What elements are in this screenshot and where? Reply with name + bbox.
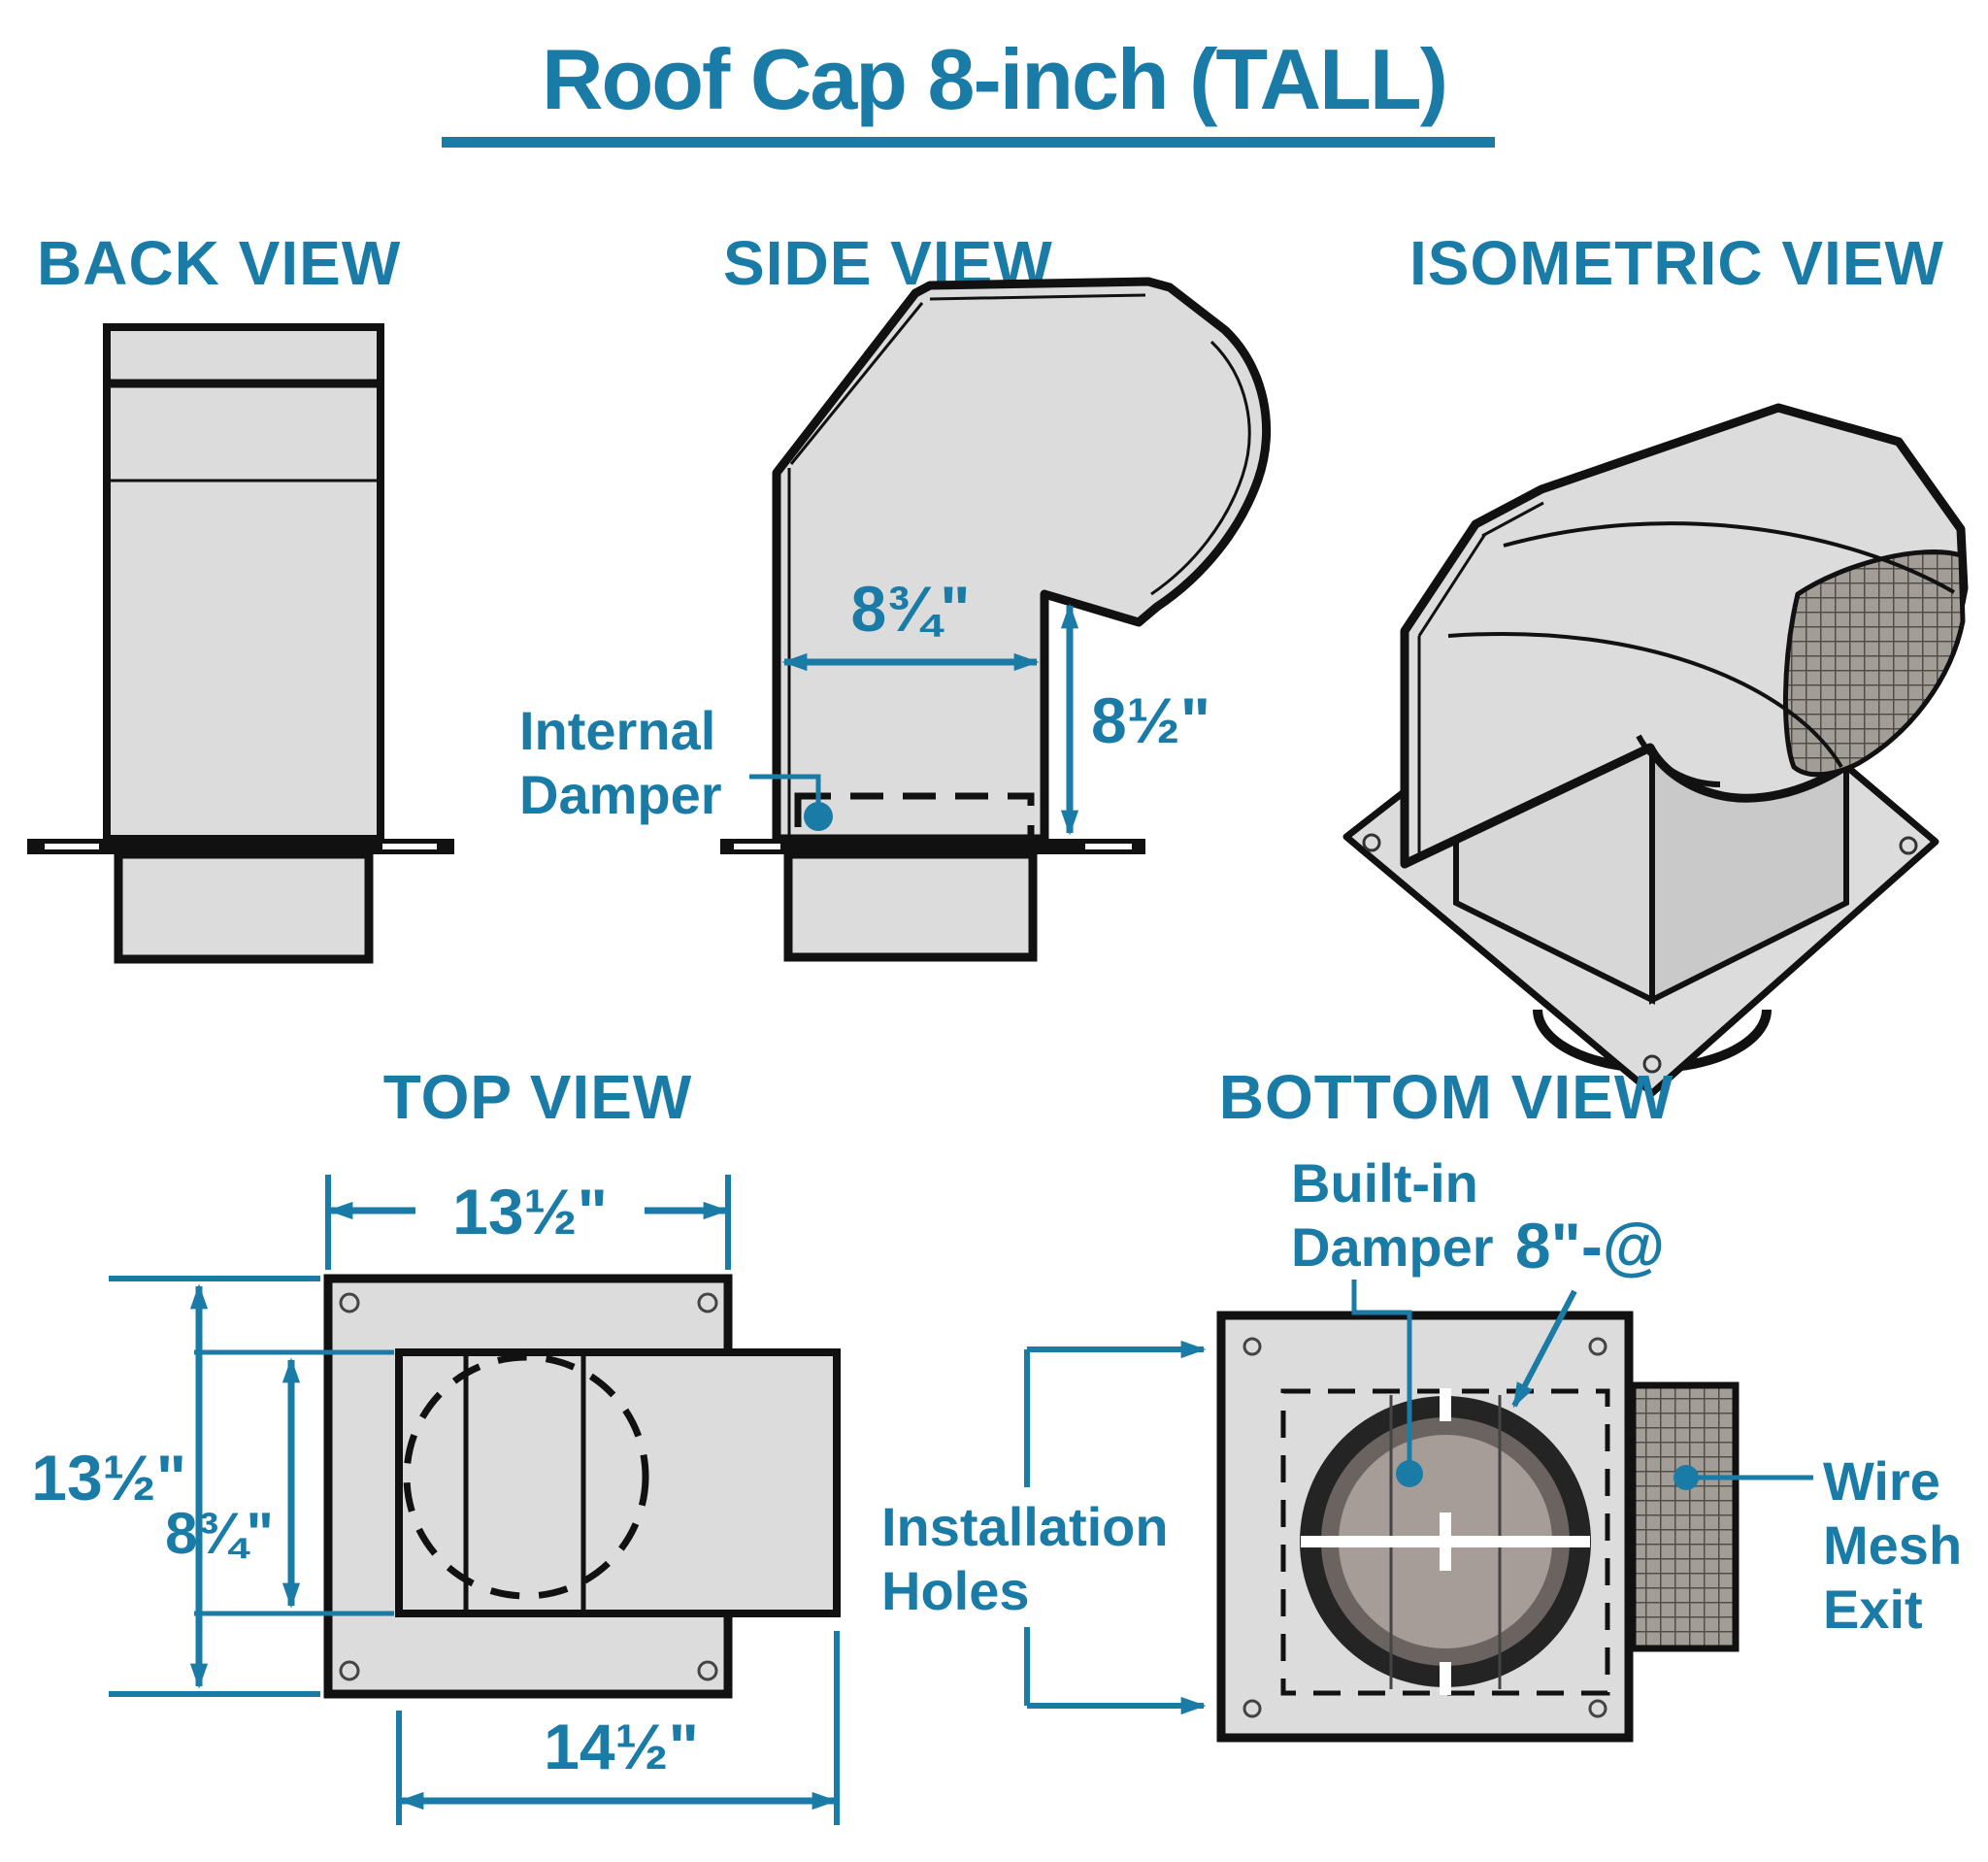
top-hood-outline: [395, 1348, 841, 1617]
iso-hole-right: [1899, 836, 1918, 855]
duct-diameter-callout: 8"-@: [1511, 1210, 1665, 1409]
side-view: SIDE VIEW 8¾" 8½" Internal Damper: [519, 228, 1272, 962]
internal-damper-label-line2: Damper: [519, 764, 722, 825]
wire-mesh-exit-callout: Wire Mesh Exit: [1673, 1450, 1962, 1640]
isometric-view-label: ISOMETRIC VIEW: [1409, 228, 1944, 298]
side-internal-damper-callout: Internal Damper: [519, 700, 833, 831]
isometric-drawing: [1342, 403, 1969, 1097]
iso-wire-mesh: [1782, 549, 1966, 778]
bottom-view-label: BOTTOM VIEW: [1219, 1062, 1673, 1132]
duct-diameter-value: 8"-@: [1515, 1210, 1665, 1281]
internal-damper-leader: [749, 774, 821, 806]
back-flange-slit-left: [45, 844, 99, 849]
iso-hole-bottom: [1642, 1054, 1662, 1074]
duct-diameter-arrow: [1511, 1289, 1577, 1409]
top-dim-plate-height: 13½": [31, 1276, 320, 1697]
wire-mesh-exit-line2: Mesh: [1823, 1514, 1962, 1576]
side-hood-outline: [772, 277, 1272, 844]
iso-hole-left: [1362, 833, 1381, 852]
top-dim-plate-width: 13½": [325, 1175, 731, 1270]
wire-mesh-dot: [1673, 1465, 1699, 1490]
side-height-value: 8½": [1091, 684, 1210, 756]
top-hole-tl: [339, 1292, 360, 1313]
top-dim-hood-depth: 8¾": [165, 1349, 394, 1616]
back-flange-slit-right: [382, 844, 437, 849]
isometric-view: ISOMETRIC VIEW: [1342, 228, 1969, 1097]
side-duct-collar: [783, 849, 1038, 962]
back-view-drawing: [27, 323, 454, 964]
side-view-drawing: [720, 277, 1272, 962]
damper-center-cross: [1440, 1513, 1451, 1571]
page-header: Roof Cap 8-inch (TALL): [442, 31, 1495, 148]
iso-mouth-lip: [1636, 734, 1721, 787]
top-hole-br: [697, 1660, 718, 1681]
built-in-damper-dot: [1396, 1460, 1423, 1487]
wire-mesh-exit-line3: Exit: [1823, 1579, 1923, 1640]
installation-holes-line1: Installation: [881, 1496, 1169, 1557]
side-inner-top: [929, 293, 1146, 301]
bottom-hole-br: [1588, 1699, 1607, 1718]
built-in-damper-line1: Built-in: [1291, 1152, 1478, 1214]
top-view-label: TOP VIEW: [383, 1062, 693, 1132]
bottom-hole-tl: [1242, 1337, 1262, 1356]
installation-holes-line2: Holes: [881, 1560, 1030, 1621]
wire-mesh-exit-line1: Wire: [1823, 1450, 1940, 1512]
back-view-label: BACK VIEW: [37, 228, 401, 298]
damper-tick-top: [1440, 1388, 1451, 1421]
built-in-damper-callout: Built-in Damper: [1291, 1152, 1494, 1487]
top-hood-value: 8¾": [165, 1501, 274, 1566]
bottom-view-drawing: [1216, 1311, 1740, 1743]
bottom-wire-mesh: [1629, 1381, 1740, 1652]
back-duct-collar: [114, 849, 374, 964]
iso-edge-thickness-lines: [1417, 501, 1544, 854]
side-depth-value: 8¾": [850, 573, 970, 645]
top-width-value: 13½": [452, 1176, 608, 1247]
bottom-hole-bl: [1242, 1699, 1262, 1718]
installation-holes-callout: Installation Holes: [881, 1340, 1207, 1715]
back-view: BACK VIEW: [27, 228, 454, 964]
side-flange-slit-left: [734, 844, 780, 849]
top-total-value: 14½": [544, 1711, 699, 1782]
iso-facet-line-lower: [1447, 631, 1843, 769]
side-inner-curve: [1150, 340, 1251, 596]
iso-facet-line-upper: [1503, 521, 1955, 594]
bottom-hole-tr: [1588, 1337, 1607, 1356]
internal-damper-leader-dot: [804, 802, 833, 831]
side-flange-slit-right: [1085, 844, 1132, 849]
top-view: TOP VIEW 13½" 13½": [31, 1062, 841, 1825]
top-height-value: 13½": [31, 1442, 186, 1513]
top-hole-tr: [697, 1292, 718, 1313]
top-view-drawing: [323, 1274, 841, 1699]
bottom-view: BOTTOM VIEW Built-in Damper 8"-: [881, 1062, 1962, 1743]
side-dim-depth: 8¾": [781, 573, 1040, 672]
internal-damper-label-line1: Internal: [519, 700, 715, 761]
title-underline: [442, 137, 1495, 148]
side-inner-slant: [789, 302, 924, 465]
back-body: [103, 323, 384, 843]
top-hole-bl: [339, 1660, 360, 1681]
built-in-damper-leader: [1351, 1280, 1412, 1464]
damper-tick-bottom: [1440, 1662, 1451, 1695]
side-dim-height: 8½": [1060, 603, 1210, 836]
top-duct-dashed-circle: [403, 1353, 649, 1600]
built-in-damper-line2: Damper: [1291, 1216, 1494, 1278]
top-dim-total-depth: 14½": [396, 1631, 840, 1825]
page-title: Roof Cap 8-inch (TALL): [542, 31, 1446, 127]
